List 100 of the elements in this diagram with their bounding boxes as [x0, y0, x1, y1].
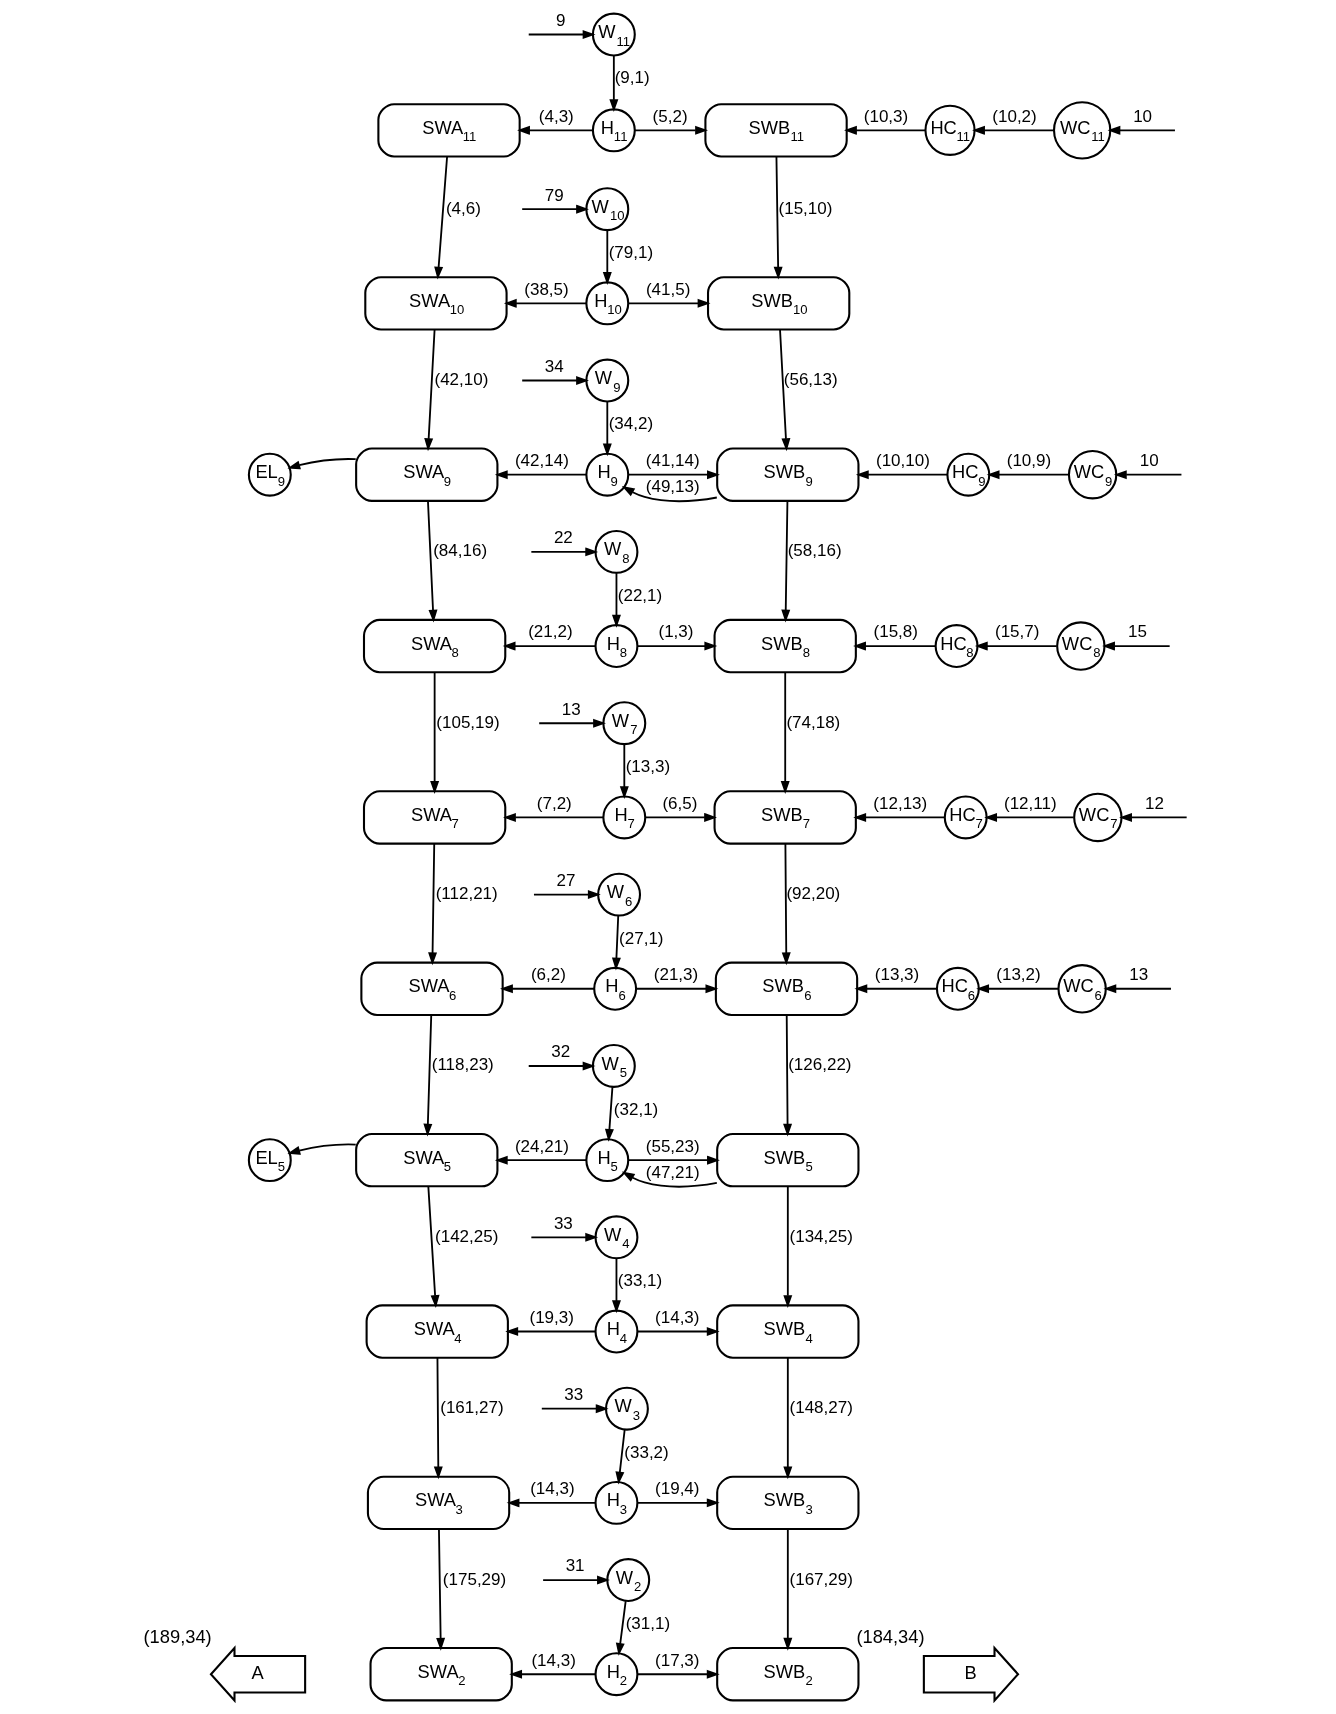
node-box: SWB$_{4}$: [716, 1304, 860, 1359]
edge-label: (27,1): [619, 928, 664, 948]
node-circle: EL$_{9}$: [247, 452, 292, 497]
edge-label: (148,27): [789, 1398, 853, 1418]
edge-label: (34,2): [608, 414, 654, 434]
edge-label: (21,2): [528, 622, 573, 642]
edge-label: (47,21): [645, 1162, 700, 1182]
edge-label: (105,19): [436, 712, 500, 732]
arrow: [503, 812, 605, 822]
edge-label: (13,2): [996, 965, 1041, 985]
node-circle: W$_{9}$: [585, 358, 630, 403]
arrow: [505, 1327, 597, 1336]
edge-label: (41,14): [645, 451, 700, 471]
edge-label: (15,7): [994, 622, 1040, 642]
node-circle: WC$_{11}$: [1052, 101, 1112, 160]
arrow: [604, 1086, 614, 1142]
edge-label: (167,29): [789, 1569, 853, 1589]
arrow: [530, 547, 599, 557]
node-circle: HC$_{11}$: [924, 104, 976, 156]
arrow: [627, 298, 711, 308]
arrow: [611, 1257, 621, 1314]
arrow: [433, 1356, 443, 1480]
arrow: [500, 984, 595, 994]
edge-label: (33,1): [617, 1271, 663, 1291]
arrow: [615, 1600, 627, 1656]
node-circle: W$_{8}$: [594, 529, 639, 574]
arrow: [853, 812, 946, 822]
arrow: [635, 984, 719, 994]
edge-label: (92,20): [786, 884, 841, 904]
arrow: [494, 470, 588, 480]
arrow: [783, 1528, 793, 1651]
arrow: [540, 1404, 609, 1414]
arrow: [853, 641, 937, 651]
edge-label: 10: [1139, 451, 1159, 471]
edge-label: (10,9): [1006, 451, 1052, 471]
edge-label: (13,3): [625, 757, 671, 777]
edge-label: (41,5): [645, 279, 691, 299]
edge-label: 15: [1127, 622, 1147, 642]
edge-label: (21,3): [653, 965, 699, 985]
edge-label: (6,2): [530, 965, 566, 985]
node-box: SWA$_{3}$: [366, 1475, 511, 1531]
edge-label: (79,1): [608, 243, 654, 263]
edge-label: (10,2): [992, 106, 1037, 126]
node-circle: H$_{9}$: [585, 452, 630, 497]
arrow: [494, 1155, 588, 1165]
arrow: [521, 204, 589, 214]
edge-label: (19,4): [655, 1479, 700, 1499]
edge-label: 9: [556, 10, 566, 30]
node-circle: HC$_{8}$: [934, 624, 979, 669]
arrow: [1103, 984, 1172, 994]
node-box: SWB$_{6}$: [714, 961, 859, 1016]
arrow: [636, 1327, 720, 1336]
edge-label: (10,10): [876, 451, 930, 471]
arrow: [636, 641, 718, 651]
arrow: [436, 1528, 446, 1651]
arrow: [783, 1014, 793, 1137]
arrow: [972, 125, 1056, 135]
node-box: SWB$_{11}$: [704, 103, 848, 158]
arrow: [517, 125, 594, 135]
node-circle: H$_{5}$: [585, 1138, 630, 1183]
node-circle: WC$_{9}$: [1067, 450, 1118, 500]
node-box: SWB$_{2}$: [716, 1647, 860, 1702]
edge-label: (13,3): [874, 965, 920, 985]
arrow: [424, 328, 436, 452]
node-label: (184,34): [856, 1626, 925, 1648]
arrow: [503, 298, 587, 308]
node-box: SWB$_{9}$: [716, 447, 860, 502]
arrow: [986, 470, 1070, 480]
arrow: [427, 500, 438, 623]
edge-label: (118,23): [431, 1055, 494, 1075]
arrow: [627, 1155, 720, 1165]
arrow: [542, 1575, 610, 1585]
node-box: SWA$_{5}$: [355, 1132, 499, 1188]
arrow: [506, 1498, 597, 1508]
arrow: [602, 400, 612, 457]
node-box: SWA$_{10}$: [364, 276, 508, 331]
arrow: [854, 984, 938, 994]
edge-label: (126,22): [788, 1055, 852, 1075]
arrow: [781, 842, 791, 966]
edge-label: (10,3): [863, 106, 909, 126]
arrow: [781, 500, 791, 623]
arrow: [855, 470, 949, 480]
edge-label: (12,13): [873, 793, 928, 813]
edge-label: 13: [561, 699, 581, 719]
edge-label: (12,11): [1003, 793, 1057, 813]
arrow: [974, 641, 1058, 651]
arrow: [615, 1428, 626, 1485]
edge-label: 22: [553, 528, 573, 548]
arrow: [428, 842, 438, 966]
edge-label: (33,2): [624, 1442, 669, 1462]
edge-label: 79: [544, 185, 564, 205]
node-box: SWB$_{3}$: [716, 1475, 860, 1531]
arrow: [423, 1014, 433, 1137]
edge-label: 27: [556, 870, 576, 890]
edge-label: (142,25): [435, 1226, 499, 1246]
arrow: [427, 1185, 440, 1308]
edge-label: (1,3): [658, 622, 694, 642]
arrow: [602, 229, 612, 285]
node-circle: EL$_{5}$: [247, 1138, 292, 1183]
node-box: SWA$_{6}$: [360, 961, 504, 1016]
